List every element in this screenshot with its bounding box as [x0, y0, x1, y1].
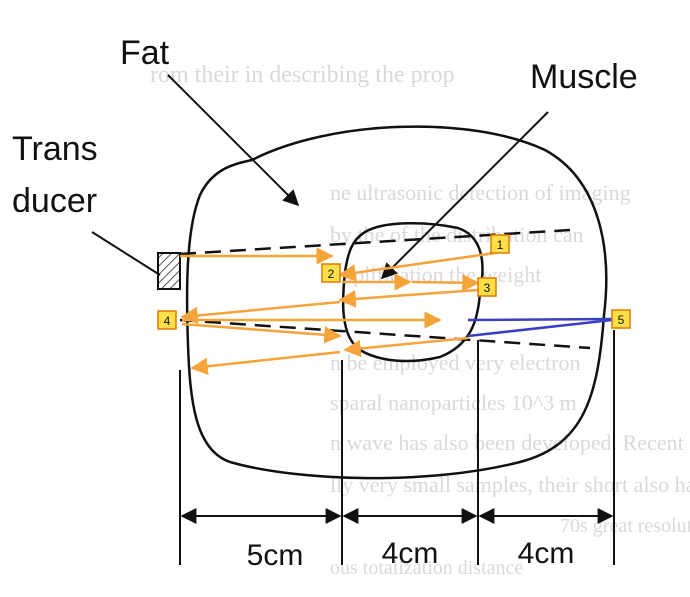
badge-label: 5: [618, 313, 625, 327]
fat-pointer: [167, 74, 300, 207]
badge-label: 3: [484, 281, 491, 295]
echo-arrow: [411, 274, 480, 292]
fat-label: Fat: [120, 34, 170, 72]
badge-label: 1: [497, 238, 504, 252]
transmitted-path: [467, 317, 613, 338]
echo-arrow: [190, 350, 341, 376]
dimension-lines: [179, 330, 615, 565]
dimension-label: 5cm: [247, 539, 304, 572]
bg-line: ous totalization distance: [330, 557, 523, 579]
echo-arrow: [180, 300, 341, 325]
badge-3: 3: [477, 277, 497, 297]
bg-line: rom their in describing the prop: [150, 62, 455, 88]
echo-arrow: [181, 322, 342, 344]
bg-line: n wave has also been developed. Recent: [330, 430, 684, 455]
echo-arrow: [338, 251, 496, 282]
badge-label: 4: [164, 314, 171, 328]
beam-edge-upper: [179, 228, 571, 256]
transducer-label-line1: Trans: [12, 130, 98, 168]
dimension-label: 4cm: [382, 537, 439, 570]
muscle-pointer: [380, 111, 549, 280]
transducer: [157, 252, 181, 290]
bg-line: ne ultrasonic detection of imaging: [330, 180, 631, 205]
bg-line: 70s great resolution: [560, 515, 690, 537]
badge-2: 2: [321, 263, 341, 283]
bg-line: n be employed very electron: [330, 350, 580, 375]
echo-arrow: [338, 288, 479, 308]
badge-1: 1: [490, 234, 510, 254]
bg-line: lly very small samples, their short also…: [330, 472, 690, 497]
transmitted-line: [467, 317, 613, 322]
transmitted-line: [467, 318, 613, 338]
bg-line: by the of the distribution can: [330, 222, 584, 247]
bg-line: sparal nanoparticles 10^3 m: [330, 390, 577, 415]
dimension-label: 4cm: [518, 537, 575, 570]
beam-edge-lower: [179, 318, 591, 350]
badge-4: 4: [157, 310, 177, 330]
badge-label: 2: [328, 267, 335, 281]
transducer-pointer: [91, 231, 161, 276]
echo-paths: [180, 247, 496, 376]
muscle-label: Muscle: [530, 58, 638, 96]
transducer-label-line2: ducer: [12, 182, 97, 220]
badge-5: 5: [611, 309, 631, 329]
echo-arrow: [343, 336, 469, 358]
fat-outline: [185, 125, 608, 480]
